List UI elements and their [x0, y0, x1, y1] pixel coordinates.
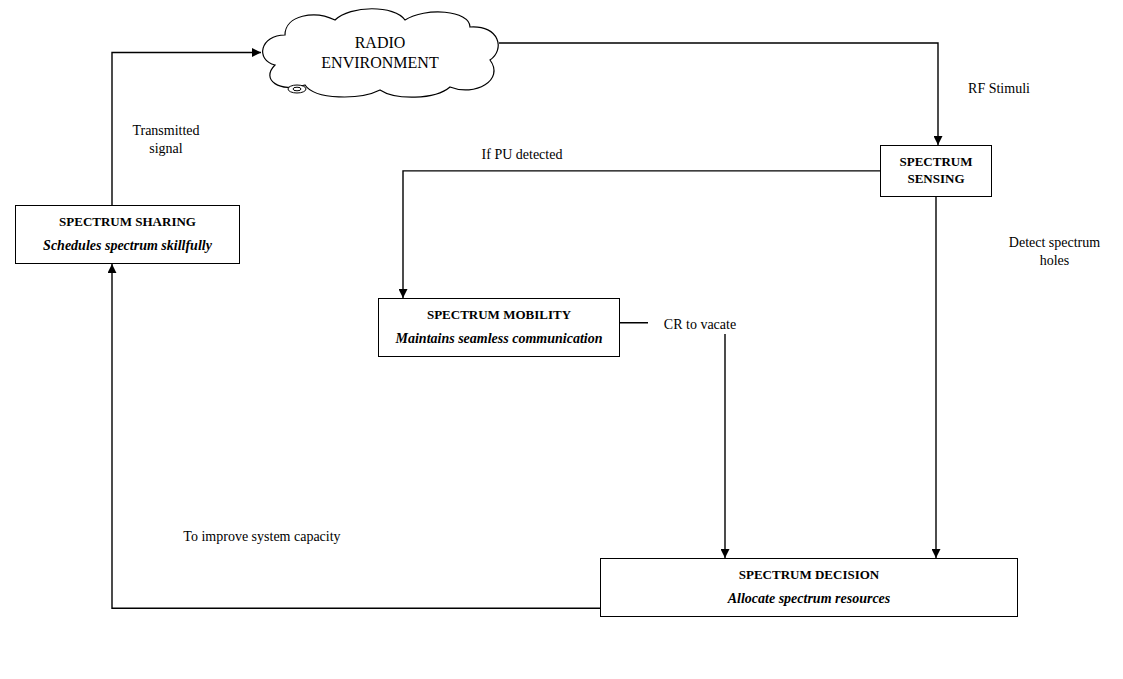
edge-label: To improve system capacity [140, 528, 384, 546]
node-description: Allocate spectrum resources [611, 590, 1007, 608]
process-box: SPECTRUM SENSING [880, 145, 992, 197]
node-title: RADIO ENVIRONMENT [305, 33, 455, 73]
node-title: SPECTRUM SENSING [891, 154, 981, 188]
edge-label: RF Stimuli [952, 80, 1046, 98]
edge-label: Detect spectrum holes [995, 234, 1114, 269]
process-box: SPECTRUM SHARING Schedules spectrum skill… [15, 205, 240, 264]
node-title: SPECTRUM SHARING [26, 214, 229, 231]
edge-label: Transmitted signal [122, 122, 210, 157]
flow-arrow [620, 323, 725, 558]
flow-arrow [403, 171, 880, 298]
flow-arrow [499, 43, 938, 145]
edge-label: CR to vacate [648, 316, 752, 334]
radio-environment-cloud: RADIO ENVIRONMENT [255, 5, 505, 100]
process-box: SPECTRUM DECISION Allocate spectrum resou… [600, 558, 1018, 617]
node-description: Schedules spectrum skillfully [26, 237, 229, 255]
edge-label: If PU detected [460, 146, 584, 164]
process-box: SPECTRUM MOBILITY Maintains seamless comm… [378, 298, 620, 357]
flow-arrow [112, 53, 261, 206]
cloud-outline [255, 5, 505, 100]
node-title: SPECTRUM MOBILITY [389, 307, 609, 324]
node-description: Maintains seamless communication [389, 330, 609, 348]
node-title: SPECTRUM DECISION [611, 567, 1007, 584]
flow-arrow [935, 197, 936, 558]
